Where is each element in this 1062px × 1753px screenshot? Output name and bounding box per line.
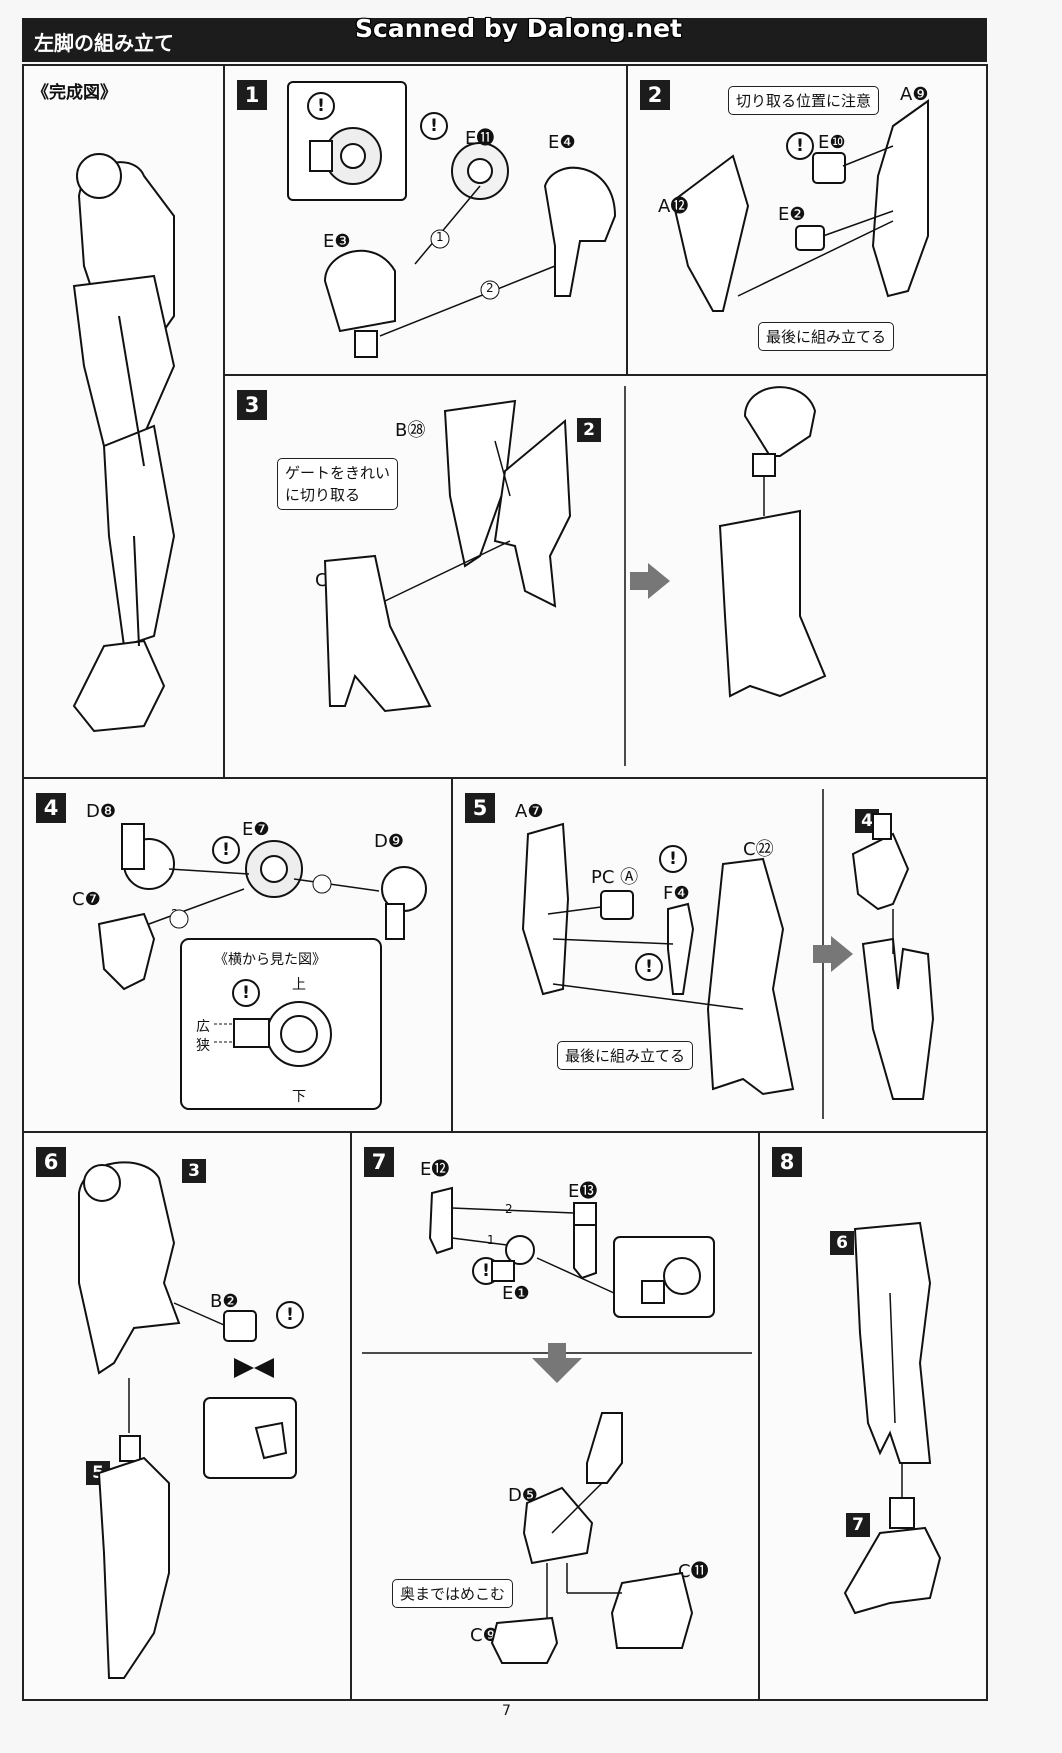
step2-panel: 2 切り取る位置に注意 最後に組み立てる ! A❾ E❿ E❷ A⓬ xyxy=(626,64,988,376)
step6-warning-icon: ! xyxy=(276,1301,304,1329)
step2-illustration xyxy=(671,99,929,312)
step2-warning-icon: ! xyxy=(786,132,814,160)
step5-number: 5 xyxy=(465,793,495,823)
step5-warning-icon: ! xyxy=(659,845,687,873)
step4-part-d9: D❾ xyxy=(374,831,404,852)
step5-flow-arrow xyxy=(813,936,853,972)
step7-part-e13: E⓭ xyxy=(568,1181,598,1202)
step4-number: 4 xyxy=(36,793,66,823)
step1-part-e11: E⓫ xyxy=(465,128,495,149)
step7-illustration xyxy=(362,1186,752,1664)
step7-part-e12: E⓬ xyxy=(420,1159,450,1180)
step2-part-e10: E❿ xyxy=(818,132,846,153)
step8-number: 8 xyxy=(772,1147,802,1177)
step3-note-text: ゲートをきれい に切り取る xyxy=(285,464,391,504)
step1-panel: 1 ! ! E⓫ E❹ E❸ 1 2 xyxy=(223,64,628,376)
step3-flow-arrow xyxy=(630,563,670,599)
step4-warning-icon: ! xyxy=(212,836,240,864)
step4-illustration xyxy=(97,823,427,1110)
step4-side-view-warning-icon: ! xyxy=(232,979,260,1007)
step3-panel: 3 ゲートをきれい に切り取る B㉘ C⓲ 2 1 xyxy=(223,374,988,779)
step3-part-b28: B㉘ xyxy=(395,420,426,441)
step8-ref-6: 6 xyxy=(830,1231,854,1255)
step2-part-a12: A⓬ xyxy=(658,196,689,217)
step2-note-assemble-last: 最後に組み立てる xyxy=(758,322,895,351)
step7-part-e1: E❶ xyxy=(502,1283,530,1304)
step4-part-e7: E❼ xyxy=(242,819,270,840)
step2-note-cut-position: 切り取る位置に注意 xyxy=(728,86,880,115)
step3-ref-2: 2 xyxy=(577,418,601,442)
step8-ref-7: 7 xyxy=(846,1513,870,1537)
step7-panel: 7 E⓬ E⓭ E❶ D❺ C⓫ C❾ 1 2 奥まではめこむ ! ! xyxy=(350,1131,760,1701)
complete-leg-illustration xyxy=(72,153,176,733)
step5-illustration xyxy=(521,789,935,1119)
step7-arrow-1: 1 xyxy=(487,1233,495,1247)
step6-part-b2: B❷ xyxy=(210,1291,239,1312)
step6-panel: 6 3 5 B❷ B❹ ! xyxy=(22,1131,352,1701)
step4-side-view-wide: 広 xyxy=(196,1019,210,1035)
step6-number: 6 xyxy=(36,1147,66,1177)
step3-illustration xyxy=(323,386,827,766)
step5-warning-icon-2: ! xyxy=(635,953,663,981)
step6-illustration xyxy=(78,1161,297,1679)
step4-panel: 4 D❽ E❼ D❾ C❼ 1 2 ! 《横から見た図》 上 下 広 狭 ! xyxy=(22,777,453,1133)
step5-part-c22: C㉒ xyxy=(743,839,774,860)
step5-note-assemble-last: 最後に組み立てる xyxy=(557,1041,694,1070)
step5-panel: 5 A❼ PC Ⓐ F❹ C㉒ ! ! 最後に組み立てる 4 xyxy=(451,777,988,1133)
step1-arrow-2: 2 xyxy=(486,281,494,295)
step8-illustration xyxy=(843,1221,942,1615)
step1-number: 1 xyxy=(237,80,267,110)
step2-part-e2: E❷ xyxy=(778,204,806,225)
step1-arrow-1: 1 xyxy=(436,230,444,244)
step4-side-view-narrow: 狭 xyxy=(196,1038,210,1054)
step1-warning-icon: ! xyxy=(307,92,335,120)
step5-part-pc-a: PC Ⓐ xyxy=(591,867,639,888)
step5-part-f4: F❹ xyxy=(663,883,690,904)
step4-side-view-top: 上 xyxy=(292,977,306,993)
complete-figure-panel: 《完成図》 xyxy=(22,64,225,779)
step7-arrow-2: 2 xyxy=(505,1202,513,1216)
step7-number: 7 xyxy=(364,1147,394,1177)
step3-note-gate: ゲートをきれい に切り取る xyxy=(277,458,399,510)
step7-part-c11: C⓫ xyxy=(678,1561,709,1582)
step6-ref-3: 3 xyxy=(182,1159,206,1183)
step2-number: 2 xyxy=(640,80,670,110)
step1-part-e3: E❸ xyxy=(323,231,351,252)
step5-part-a7: A❼ xyxy=(515,801,544,822)
step4-part-d8: D❽ xyxy=(86,801,116,822)
page-number: 7 xyxy=(502,1703,511,1719)
scan-watermark: Scanned by Dalong.net xyxy=(355,14,683,43)
step3-number: 3 xyxy=(237,390,267,420)
section-header: 左脚の組み立て xyxy=(22,18,987,62)
step1-warning-icon-2: ! xyxy=(420,112,448,140)
step8-panel: 8 6 7 xyxy=(758,1131,988,1701)
step4-side-view-title: 《横から見た図》 xyxy=(214,952,326,968)
step2-part-a9: A❾ xyxy=(900,84,929,105)
complete-figure-label: 《完成図》 xyxy=(32,83,117,103)
step4-side-view-bottom: 下 xyxy=(292,1089,306,1105)
step7-note-push-in: 奥まではめこむ xyxy=(392,1579,514,1608)
step1-part-e4: E❹ xyxy=(548,132,576,153)
step4-part-c7: C❼ xyxy=(72,889,101,910)
section-title: 左脚の組み立て xyxy=(34,31,174,55)
